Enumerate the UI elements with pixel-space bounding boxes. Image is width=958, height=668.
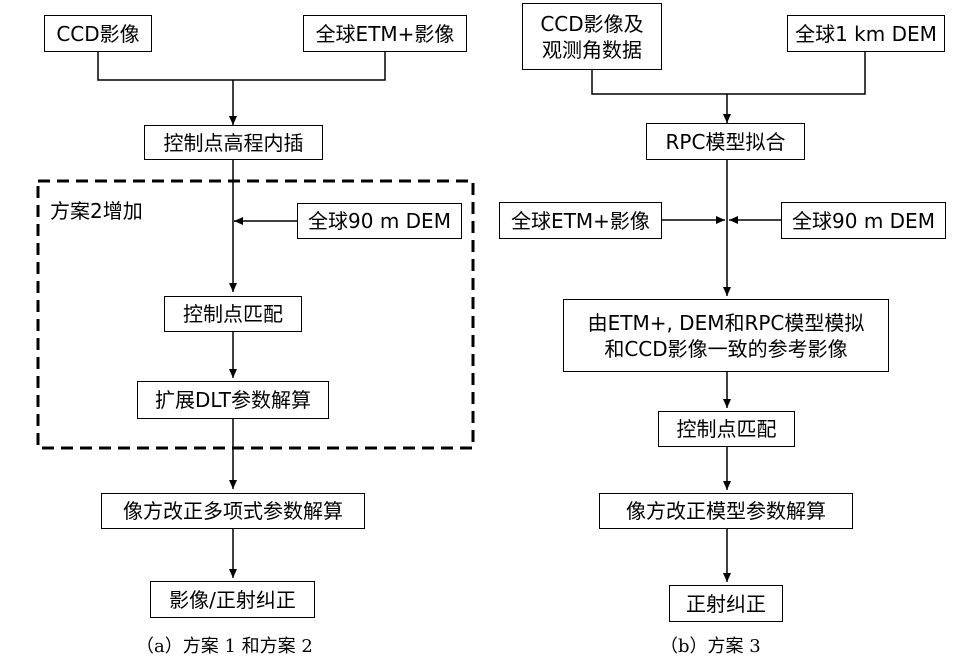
node-global-etm-image-a: 全球ETM+影像 [303,15,467,52]
node-global-90m-dem-a: 全球90 m DEM [297,203,462,239]
node-cp-matching-a: 控制点匹配 [164,296,302,332]
caption-a: （a）方案 1 和方案 2 [136,636,313,657]
connector-b-inputs-merge [591,52,866,95]
node-global-1km-dem: 全球1 km DEM [787,15,945,52]
node-rpc-fit: RPC模型拟合 [646,123,805,160]
group-scheme2-label: 方案2增加 [50,199,143,223]
node-ccd-image-label: CCD影像 [56,21,140,46]
node-global-90m-dem-b-label: 全球90 m DEM [792,208,935,233]
node-ccd-image-angle-line2: 观测角数据 [542,37,642,62]
node-image-model: 像方改正模型参数解算 [599,493,853,529]
node-cp-matching-b-label: 控制点匹配 [676,417,777,441]
node-image-ortho-label: 影像/正射纠正 [169,587,296,612]
node-global-90m-dem-b: 全球90 m DEM [781,202,946,239]
group-scheme2-dashed-box [36,179,475,450]
node-ccd-image: CCD影像 [44,15,152,52]
node-global-1km-dem-label: 全球1 km DEM [795,21,937,46]
node-simulate-line2: 和CCD影像一致的参考影像 [604,336,848,361]
node-global-etm-image-a-label: 全球ETM+影像 [315,21,455,46]
node-ortho-b-label: 正射纠正 [686,591,766,616]
node-global-etm-image-b-label: 全球ETM+影像 [511,208,650,233]
node-extended-dlt: 扩展DLT参数解算 [137,381,329,419]
node-cp-matching-a-label: 控制点匹配 [183,302,283,326]
caption-b: （b）方案 3 [660,636,761,657]
node-cp-matching-b: 控制点匹配 [658,411,795,447]
node-image-poly: 像方改正多项式参数解算 [101,493,365,529]
node-ccd-image-angle-line1: CCD影像及 [540,11,644,36]
node-global-etm-image-b: 全球ETM+影像 [499,202,662,239]
node-image-model-label: 像方改正模型参数解算 [626,499,826,523]
node-simulate-reference: 由ETM+, DEM和RPC模型模拟 和CCD影像一致的参考影像 [563,299,889,372]
connector-a-inputs-merge [97,52,386,81]
node-cp-elevation-interp-label: 控制点高程内插 [163,130,304,155]
node-image-poly-label: 像方改正多项式参数解算 [123,499,343,523]
node-ccd-image-angle: CCD影像及 观测角数据 [522,3,662,70]
node-rpc-fit-label: RPC模型拟合 [665,129,786,154]
node-global-90m-dem-a-label: 全球90 m DEM [308,209,451,233]
node-simulate-line1: 由ETM+, DEM和RPC模型模拟 [587,310,865,335]
node-image-ortho: 影像/正射纠正 [150,581,315,618]
node-extended-dlt-label: 扩展DLT参数解算 [154,388,311,412]
node-cp-elevation-interp: 控制点高程内插 [144,125,323,160]
node-ortho-b: 正射纠正 [669,585,783,622]
